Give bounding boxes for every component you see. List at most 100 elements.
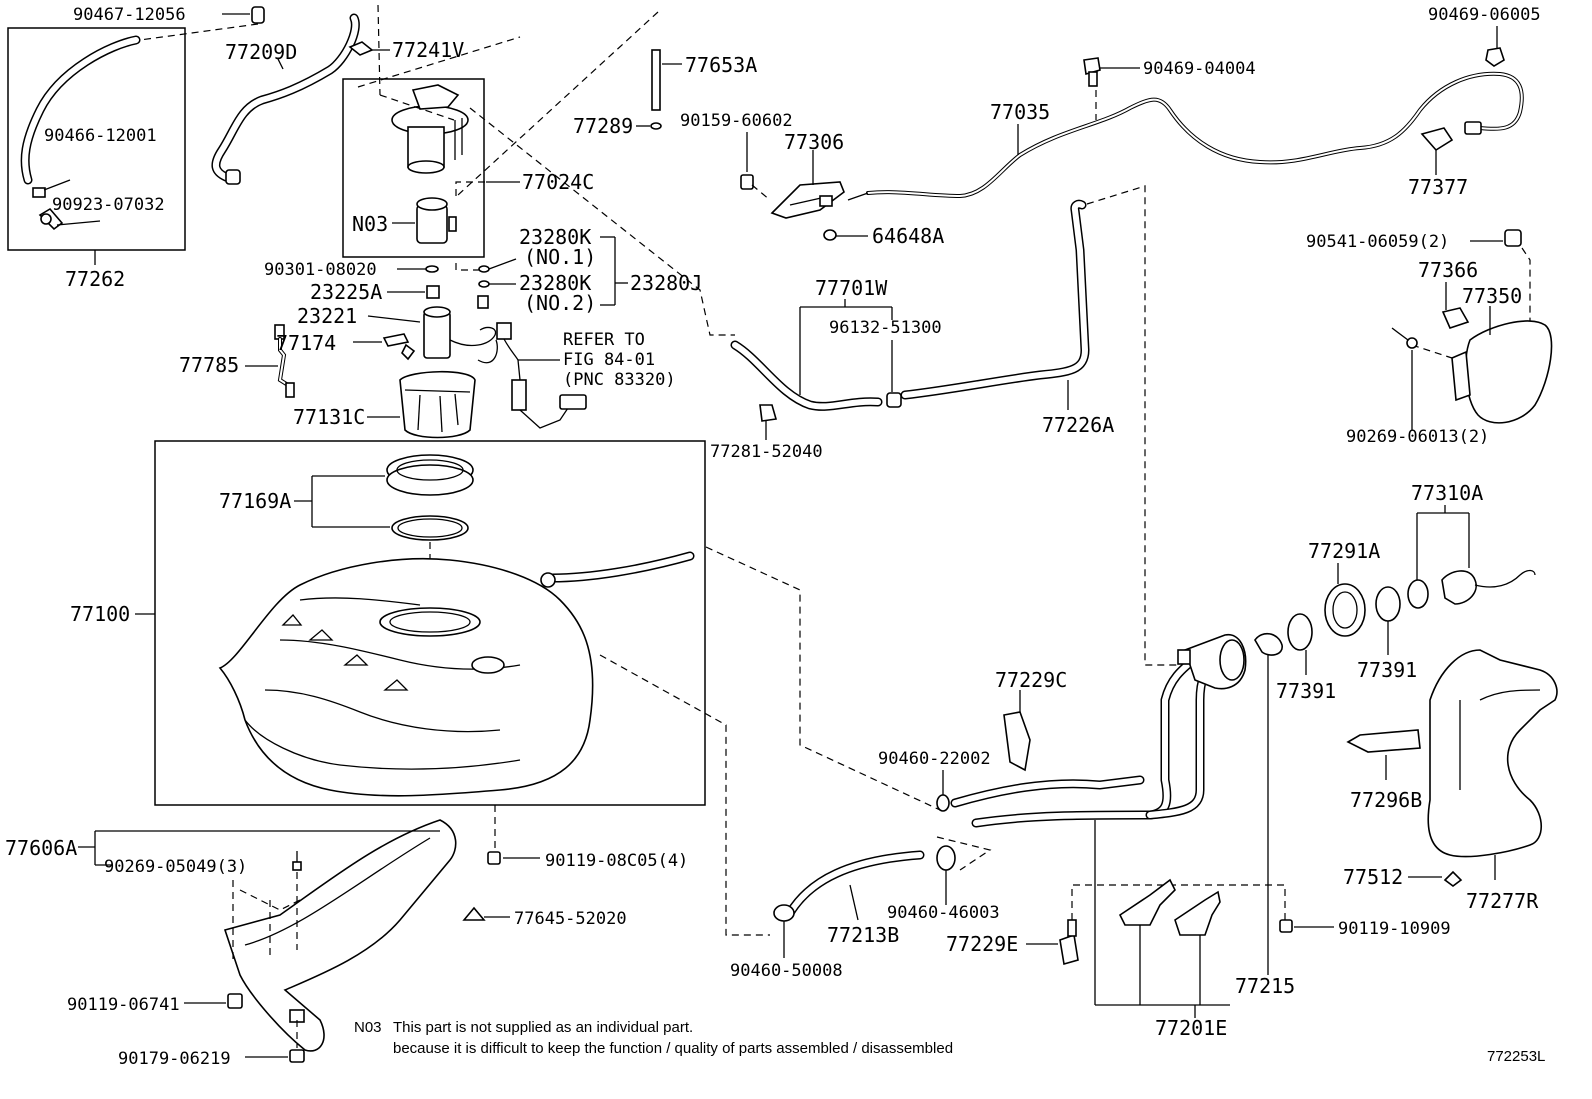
label-77701W[interactable]: 77701W [815, 276, 888, 300]
splash-guard-77277R-part[interactable] [1427, 649, 1558, 858]
heat-protector-77606A-part[interactable] [223, 819, 457, 1052]
label-77785[interactable]: 77785 [179, 353, 239, 377]
bracket-77174-part[interactable] [382, 333, 416, 361]
label-77035[interactable]: 77035 [990, 100, 1050, 124]
hose-clamp-90460-22002-part[interactable] [936, 794, 950, 812]
breather-hose-part[interactable] [950, 775, 1145, 808]
label-77174[interactable]: 77174 [276, 331, 336, 355]
clip-77229C-part[interactable] [1003, 711, 1031, 772]
label-refer-fig[interactable]: FIG 84-01 [563, 350, 655, 370]
label-90269-05049[interactable]: 90269-05049(3) [104, 857, 247, 877]
wire-harness-77785-part[interactable] [274, 324, 295, 398]
label-90159-60602[interactable]: 90159-60602 [680, 111, 793, 131]
fuel-cap-77310A-part[interactable] [1407, 569, 1536, 609]
tube-77653A-part[interactable] [651, 49, 661, 111]
label-90469-04004[interactable]: 90469-04004 [1143, 59, 1256, 79]
label-77241V[interactable]: 77241V [392, 38, 464, 62]
label-23225A[interactable]: 23225A [310, 280, 382, 304]
bracket-part-a[interactable] [1118, 878, 1176, 926]
screw-90269-06013-part[interactable] [1391, 327, 1418, 349]
inlet-77291A-part[interactable] [1324, 583, 1366, 637]
label-77226A[interactable]: 77226A [1042, 413, 1114, 437]
label-90269-06013[interactable]: 90269-06013(2) [1346, 427, 1489, 447]
label-77653A[interactable]: 77653A [685, 53, 757, 77]
sender-gauge-part[interactable] [496, 322, 587, 429]
fuel-pump-23221-part[interactable] [423, 306, 498, 364]
clip-90467-12056-part[interactable] [222, 6, 265, 24]
label-77366[interactable]: 77366 [1418, 258, 1478, 282]
bolt-90119-10909-part[interactable] [1279, 919, 1293, 933]
label-64648A[interactable]: 64648A [872, 224, 944, 248]
label-77024C[interactable]: 77024C [522, 170, 594, 194]
retainer-77296B-part[interactable] [1346, 729, 1421, 753]
label-23280K-1[interactable]: 23280K [519, 225, 591, 249]
label-77296B[interactable]: 77296B [1350, 788, 1422, 812]
label-23280J[interactable]: 23280J [630, 271, 702, 295]
bolt-90179-06219-part[interactable] [289, 1049, 305, 1063]
lock-ring-77169A-part[interactable] [386, 454, 474, 496]
washer-90301-08020-part[interactable] [425, 265, 439, 273]
bolt-90159-60602-part[interactable] [740, 174, 754, 190]
clip-90469-04004-part[interactable] [1083, 57, 1101, 87]
cushion-23225A-part[interactable] [426, 285, 440, 299]
label-90119-06741[interactable]: 90119-06741 [67, 995, 180, 1015]
clamp-90460-50008-part[interactable] [773, 904, 795, 922]
hose-77701W-part[interactable] [730, 199, 1090, 411]
clip-77215-part[interactable] [1254, 632, 1283, 656]
label-77277R[interactable]: 77277R [1466, 889, 1539, 913]
oring-23280K-2-part[interactable] [478, 280, 490, 288]
label-77131C[interactable]: 77131C [293, 405, 365, 429]
label-90460-50008[interactable]: 90460-50008 [730, 961, 843, 981]
label-77391-b[interactable]: 77391 [1357, 658, 1417, 682]
fuel-lid-77350-part[interactable] [1451, 320, 1553, 424]
label-N03[interactable]: N03 [352, 212, 388, 236]
clip-90469-06005-part[interactable] [1485, 47, 1505, 67]
label-23221[interactable]: 23221 [297, 304, 357, 328]
hose-77209D-part[interactable] [211, 13, 360, 185]
bolt-90119-06741-part[interactable] [227, 993, 243, 1009]
bolt-90119-08C05-part[interactable] [487, 851, 501, 865]
label-90923-07032[interactable]: 90923-07032 [52, 195, 165, 215]
label-90119-08C05[interactable]: 90119-08C05(4) [545, 851, 688, 871]
label-96132-51300[interactable]: 96132-51300 [829, 318, 942, 338]
gasket-77391b-part[interactable] [1375, 586, 1401, 622]
tank-vent-hose-part[interactable] [540, 551, 695, 588]
label-90541-06059[interactable]: 90541-06059(2) [1306, 232, 1449, 252]
label-23280K-2[interactable]: 23280K [519, 271, 591, 295]
label-77281-52040[interactable]: 77281-52040 [710, 442, 823, 462]
cable-77035-part[interactable] [847, 71, 1524, 201]
gasket-ring-part[interactable] [391, 515, 469, 541]
clip-96132-51300-part[interactable] [886, 392, 902, 408]
fuel-tank-77100-part[interactable] [218, 557, 594, 797]
filler-pipe-77201E-part[interactable] [971, 634, 1247, 828]
label-77289[interactable]: 77289 [573, 114, 633, 138]
label-77169A[interactable]: 77169A [219, 489, 291, 513]
grommet-64648A-part[interactable] [823, 229, 837, 241]
label-77512[interactable]: 77512 [1343, 865, 1403, 889]
lock-actuator-77377-part[interactable] [1420, 121, 1482, 152]
clip-77289-part[interactable] [650, 122, 662, 130]
clip-77229E-part[interactable] [1059, 919, 1079, 966]
nut-90541-06059-part[interactable] [1504, 229, 1522, 247]
label-77391-a[interactable]: 77391 [1276, 679, 1336, 703]
regulator-part[interactable] [477, 295, 489, 309]
oring-23280K-1-part[interactable] [478, 265, 490, 273]
clip-77645-52020-part[interactable] [462, 906, 486, 921]
label-90469-06005[interactable]: 90469-06005 [1428, 5, 1541, 25]
label-77100[interactable]: 77100 [70, 602, 130, 626]
label-77229C[interactable]: 77229C [995, 668, 1067, 692]
label-90460-46003[interactable]: 90460-46003 [887, 903, 1000, 923]
bracket-77306-part[interactable] [770, 181, 845, 219]
label-77645-52020[interactable]: 77645-52020 [514, 909, 627, 929]
label-77262[interactable]: 77262 [65, 267, 125, 291]
label-77377[interactable]: 77377 [1408, 175, 1468, 199]
hose-77213B-part[interactable] [785, 850, 925, 918]
label-77606A[interactable]: 77606A [5, 836, 77, 860]
label-77350[interactable]: 77350 [1462, 284, 1522, 308]
hinge-77366-part[interactable] [1441, 307, 1470, 329]
label-90460-22002[interactable]: 90460-22002 [878, 749, 991, 769]
label-90466-12001[interactable]: 90466-12001 [44, 126, 157, 146]
label-77213B[interactable]: 77213B [827, 923, 899, 947]
clip-77512-part[interactable] [1443, 870, 1463, 887]
label-77229E[interactable]: 77229E [946, 932, 1018, 956]
